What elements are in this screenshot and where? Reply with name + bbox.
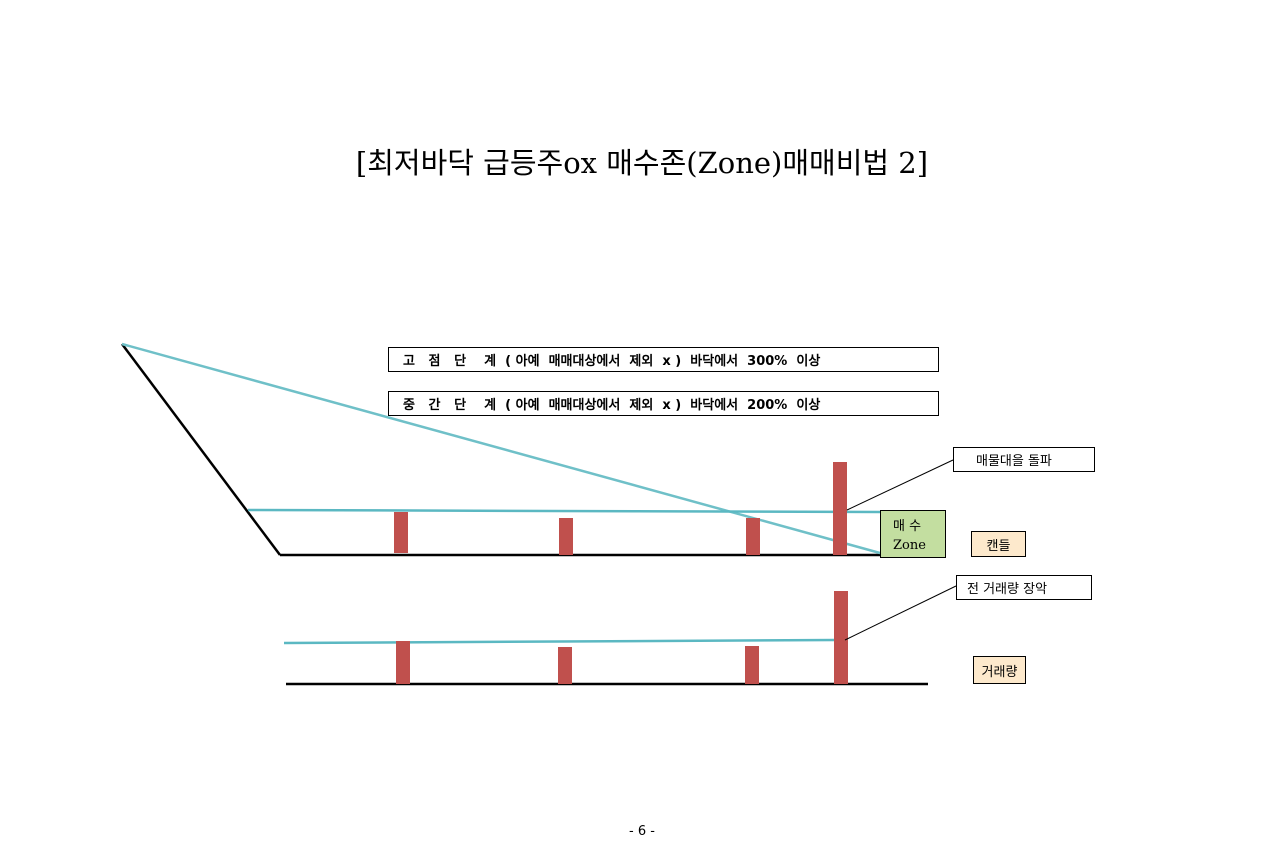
trend-line	[121, 342, 881, 555]
candle-bar	[559, 518, 573, 555]
buy-zone-box: 매 수 Zone	[880, 510, 946, 558]
callout-pointer	[844, 585, 957, 641]
volume-bar	[745, 646, 759, 684]
downtrend-line	[120, 343, 282, 556]
candle-bar	[746, 518, 760, 555]
volume-bar	[558, 647, 572, 684]
volume-callout: 전 거래량 장악	[956, 575, 1092, 600]
resistance-line	[247, 508, 881, 514]
buy-zone-line2: Zone	[893, 538, 926, 553]
volume-level-line	[283, 638, 837, 645]
volume-bar	[834, 591, 848, 684]
stage-high-box: 고 점 단 계 ( 아예 매매대상에서 제외 x ) 바닥에서 300% 이상	[388, 347, 939, 372]
breakout-callout: 매물대을 돌파	[953, 447, 1095, 472]
volume-legend: 거래량	[973, 656, 1026, 684]
page-number: - 6 -	[629, 824, 655, 839]
buy-zone-line1: 매 수	[893, 519, 922, 534]
callout-pointer	[846, 459, 954, 511]
stage-mid-box: 중 간 단 계 ( 아예 매매대상에서 제외 x ) 바닥에서 200% 이상	[388, 391, 939, 416]
candle-bar	[833, 462, 847, 555]
candle-legend: 캔들	[971, 531, 1026, 557]
volume-bar	[396, 641, 410, 684]
candle-bar	[394, 512, 408, 553]
page-title: [최저바닥 급등주ox 매수존(Zone)매매비법 2]	[355, 146, 929, 180]
